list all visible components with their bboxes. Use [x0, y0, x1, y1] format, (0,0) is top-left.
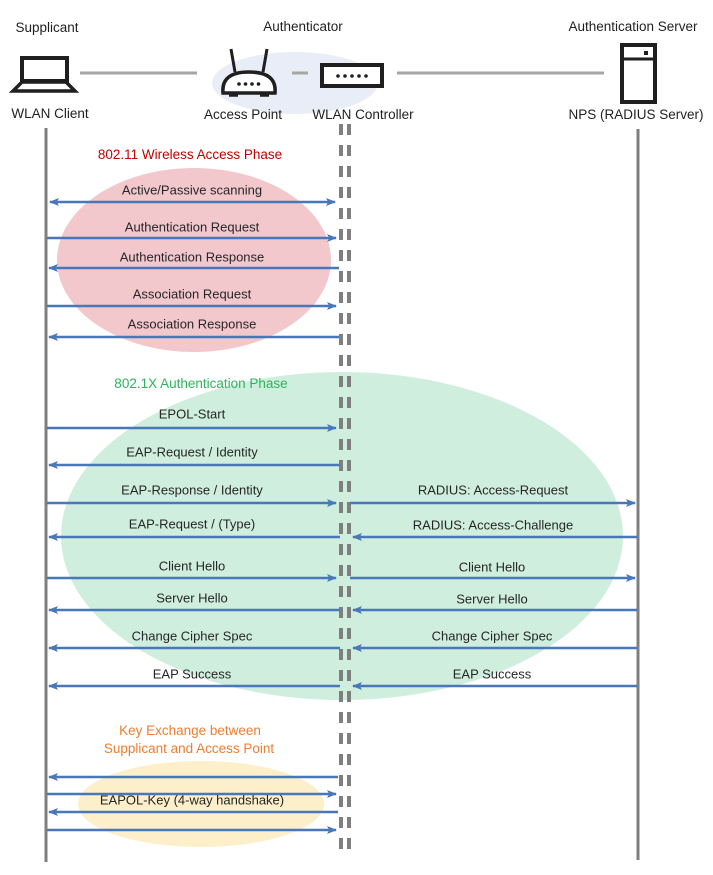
msg-eap-success-left: EAP Success — [152, 666, 232, 682]
wlan-controller-icon — [320, 63, 384, 88]
msg-client-hello-left: Client Hello — [158, 558, 226, 574]
radius-server-label: NPS (RADIUS Server) — [568, 107, 704, 123]
phase1-title: 802.11 Wireless Access Phase — [97, 147, 283, 163]
wlan-client-label: WLAN Client — [11, 106, 89, 122]
authenticator-role-label: Authenticator — [263, 19, 343, 35]
msg-scanning: Active/Passive scanning — [121, 182, 263, 198]
msg-eap-request-type: EAP-Request / (Type) — [128, 516, 256, 532]
msg-association-response: Association Response — [127, 316, 257, 332]
laptop-icon — [8, 56, 80, 93]
wlan-controller-label: WLAN Controller — [312, 107, 414, 123]
phase3-ellipse — [78, 761, 324, 847]
msg-association-request: Association Request — [132, 286, 252, 302]
phase2-title: 802.1X Authentication Phase — [114, 376, 288, 392]
msg-eap-success-right: EAP Success — [452, 666, 532, 682]
server-icon — [620, 43, 657, 104]
phase3-title-line2: Supplicant and Access Point — [103, 741, 275, 757]
msg-radius-access-challenge: RADIUS: Access-Challenge — [412, 517, 574, 533]
msg-epol-start: EPOL-Start — [158, 406, 226, 422]
phase3-title-line1: Key Exchange between — [119, 723, 261, 739]
msg-server-hello-right: Server Hello — [456, 591, 528, 607]
lifelines — [44, 124, 640, 862]
message-arrows — [47, 198, 637, 834]
phase2-ellipse — [61, 372, 623, 700]
access-point-label: Access Point — [203, 107, 283, 123]
access-point-icon — [221, 48, 277, 97]
msg-authentication-request: Authentication Request — [124, 219, 260, 235]
msg-client-hello-right: Client Hello — [458, 559, 526, 575]
msg-eap-request-identity: EAP-Request / Identity — [126, 444, 258, 460]
msg-eap-response-identity: EAP-Response / Identity — [121, 482, 263, 498]
msg-eapol-key: EAPOL-Key (4-way handshake) — [99, 792, 285, 808]
msg-server-hello-left: Server Hello — [156, 590, 228, 606]
msg-change-cipher-spec-left: Change Cipher Spec — [131, 628, 253, 644]
authentication-server-role-label: Authentication Server — [568, 19, 698, 35]
msg-authentication-response: Authentication Response — [119, 249, 265, 265]
msg-radius-access-request: RADIUS: Access-Request — [417, 482, 569, 498]
msg-change-cipher-spec-right: Change Cipher Spec — [431, 628, 553, 644]
supplicant-role-label: Supplicant — [15, 20, 79, 36]
